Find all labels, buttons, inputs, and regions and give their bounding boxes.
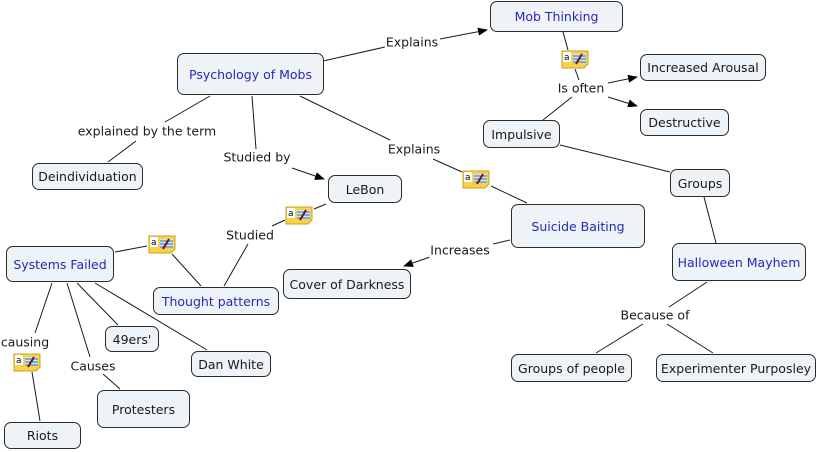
connector-explains2-note [432, 158, 463, 173]
connector-becauseof-groupspeople [595, 323, 644, 354]
svg-text:a: a [16, 356, 22, 366]
connector-isoften-impulsive [542, 96, 573, 121]
link-label-causing[interactable]: causing [0, 334, 51, 350]
connector-note-isoften [574, 68, 580, 81]
connector-note-systems [114, 245, 148, 253]
connector-mobthinking-note [562, 31, 569, 51]
connector-isoften-arousal [607, 74, 638, 84]
connector-lebon-note [313, 203, 327, 210]
connector-impulsive-groups [559, 144, 671, 173]
connector-suicide-increases [492, 239, 511, 245]
connector-groups-halloween [703, 196, 717, 244]
link-label-increases[interactable]: Increases [429, 242, 491, 258]
connector-becauseof-experimenter [666, 323, 714, 354]
svg-text:a: a [151, 238, 157, 248]
connector-psych-explains2 [299, 95, 391, 141]
concept-systems-failed[interactable]: Systems Failed [6, 246, 114, 282]
link-label-is-often[interactable]: Is often [556, 80, 606, 96]
connector-psych-explainedby [164, 95, 211, 123]
concept-groups[interactable]: Groups [670, 169, 730, 197]
connector-explains-mobthinking [439, 27, 488, 40]
connector-increases-cover [403, 255, 434, 267]
concept-destructive[interactable]: Destructive [640, 109, 729, 136]
connector-systems-49ers [76, 282, 119, 326]
link-label-studied[interactable]: Studied [225, 227, 275, 243]
concept-49ers[interactable]: 49ers' [105, 326, 159, 352]
concept-groups-of-people[interactable]: Groups of people [511, 354, 632, 382]
connector-thought-note [171, 253, 202, 287]
connector-psych-explains [322, 46, 386, 62]
annotation-note-icon[interactable]: a [285, 206, 314, 225]
connector-explainedby-deind [107, 140, 137, 163]
concept-impulsive[interactable]: Impulsive [483, 120, 560, 148]
concept-deindividuation[interactable]: Deindividuation [32, 163, 143, 190]
concept-cover-of-darkness[interactable]: Cover of Darkness [283, 269, 411, 299]
connector-systems-causing [34, 282, 53, 334]
svg-text:a: a [564, 53, 570, 63]
svg-text:a: a [288, 209, 294, 219]
annotation-note-icon[interactable]: a [13, 353, 42, 372]
annotation-note-icon[interactable]: a [561, 50, 590, 69]
concept-riots[interactable]: Riots [4, 422, 81, 449]
concept-increased-arousal[interactable]: Increased Arousal [640, 54, 766, 81]
connector-studied-thought [223, 243, 249, 287]
concept-experimenter-purposley[interactable]: Experimenter Purposley [656, 354, 816, 382]
concept-psychology-of-mobs[interactable]: Psychology of Mobs [177, 53, 324, 95]
concept-mob-thinking[interactable]: Mob Thinking [490, 1, 623, 32]
connector-systems-causes [66, 282, 91, 358]
connector-note-suicide [490, 185, 528, 204]
connector-systems-danwhite [94, 282, 208, 351]
concept-lebon[interactable]: LeBon [328, 175, 402, 203]
connector-note-riots [31, 371, 41, 422]
connector-isoften-destructive [607, 96, 638, 108]
concept-suicide-baiting[interactable]: Suicide Baiting [511, 204, 645, 248]
link-label-causes[interactable]: Causes [69, 358, 117, 374]
annotation-note-icon[interactable]: a [148, 235, 177, 254]
link-label-studied-by[interactable]: Studied by [222, 149, 292, 165]
link-label-explained-by-the-term[interactable]: explained by the term [76, 123, 218, 139]
svg-text:a: a [465, 173, 471, 183]
concept-halloween-mayhem[interactable]: Halloween Mayhem [672, 243, 806, 281]
link-label-explains-2[interactable]: Explains [386, 141, 442, 157]
connector-halloween-becauseof [668, 281, 708, 308]
concept-dan-white[interactable]: Dan White [191, 351, 271, 377]
connector-psych-studiedby [251, 95, 257, 150]
concept-thought-patterns[interactable]: Thought patterns [153, 287, 279, 315]
concept-protesters[interactable]: Protesters [97, 390, 190, 428]
connector-studiedby-lebon [291, 167, 325, 180]
connector-causes-protesters [102, 373, 121, 390]
link-label-explains[interactable]: Explains [384, 34, 440, 50]
connector-note-studied [271, 219, 286, 227]
annotation-note-icon[interactable]: a [462, 170, 491, 189]
link-label-because-of[interactable]: Because of [619, 307, 691, 323]
